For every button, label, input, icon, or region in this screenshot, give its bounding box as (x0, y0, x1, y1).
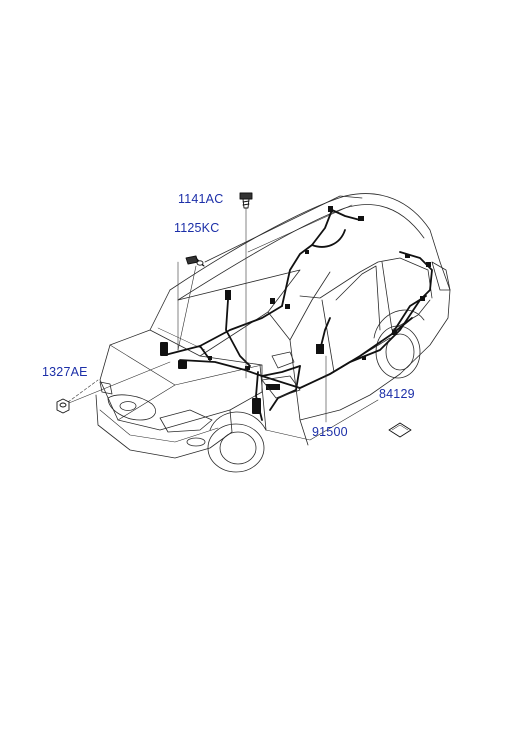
bolt-1125kc-icon (185, 255, 205, 267)
part-label-1327ae: 1327AE (42, 365, 88, 379)
part-label-1125kc: 1125KC (174, 221, 220, 235)
pad-84129-icon (388, 422, 412, 438)
vehicle-body-outline (95, 193, 451, 473)
part-label-1141ac: 1141AC (178, 192, 224, 206)
harness-connectors (160, 206, 431, 414)
nut-1327ae-icon (56, 398, 70, 414)
floor-bracket (261, 375, 301, 399)
screw-1141ac-icon (239, 192, 253, 209)
part-label-91500: 91500 (312, 425, 348, 439)
leader-lines (63, 205, 327, 423)
part-label-84129: 84129 (379, 387, 415, 401)
